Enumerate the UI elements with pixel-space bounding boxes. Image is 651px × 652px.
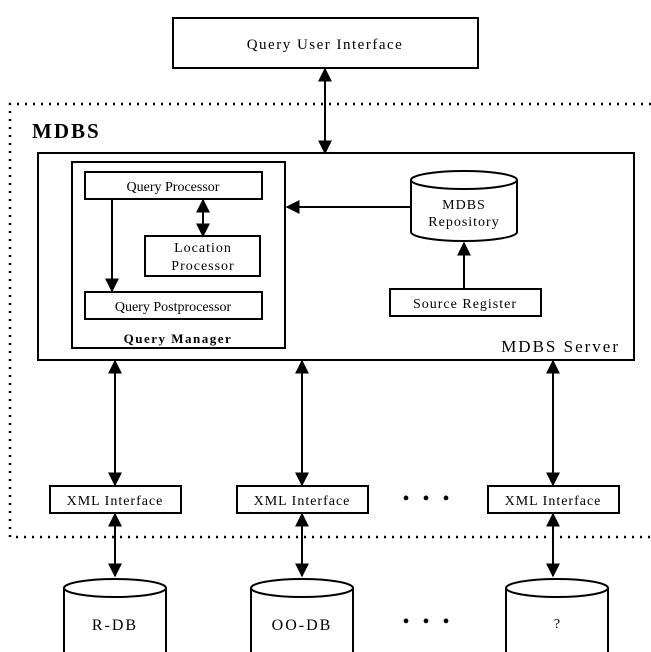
mdbs-repository-cylinder[interactable] <box>410 180 518 242</box>
xml-interface-2-label: XML Interface <box>254 494 351 509</box>
r-db-cylinder-top <box>63 578 167 598</box>
source-register-box[interactable] <box>389 288 542 317</box>
unknown-db-cylinder-top <box>505 578 609 598</box>
mdbs-server-label: MDBS Server <box>501 337 620 356</box>
xml-interface-2-box[interactable] <box>236 485 369 514</box>
oo-db-label: OO-DB <box>272 617 333 634</box>
mdbs-repository-label-line2: Repository <box>428 215 499 230</box>
mdbs-repository-label-line1: MDBS <box>442 198 486 213</box>
ellipsis-db: • • • <box>402 611 453 633</box>
ellipsis-xml: • • • <box>402 488 453 510</box>
query-processor-label: Query Processor <box>127 180 220 195</box>
source-register-label: Source Register <box>413 297 517 312</box>
query-user-interface-box[interactable] <box>172 17 479 69</box>
r-db-label: R-DB <box>92 617 138 634</box>
query-manager-label: Query Manager <box>124 331 233 346</box>
oo-db-cylinder[interactable] <box>250 588 354 652</box>
query-postprocessor-label: Query Postprocessor <box>115 300 232 315</box>
xml-interface-1-label: XML Interface <box>67 494 164 509</box>
xml-interface-3-box[interactable] <box>487 485 620 514</box>
r-db-cylinder[interactable] <box>63 588 167 652</box>
unknown-db-cylinder[interactable] <box>505 588 609 652</box>
mdbs-label: MDBS <box>32 119 101 143</box>
oo-db-cylinder-top <box>250 578 354 598</box>
location-processor-label-line1: Location <box>174 241 232 256</box>
query-processor-box[interactable] <box>84 171 263 200</box>
xml-interface-3-label: XML Interface <box>505 494 602 509</box>
mdbs-repository-cylinder-top <box>410 170 518 190</box>
query-postprocessor-box[interactable] <box>84 291 263 320</box>
location-processor-label-line2: Processor <box>171 259 234 274</box>
unknown-db-label: ? <box>554 617 560 632</box>
query-user-interface-label: Query User Interface <box>247 37 404 53</box>
